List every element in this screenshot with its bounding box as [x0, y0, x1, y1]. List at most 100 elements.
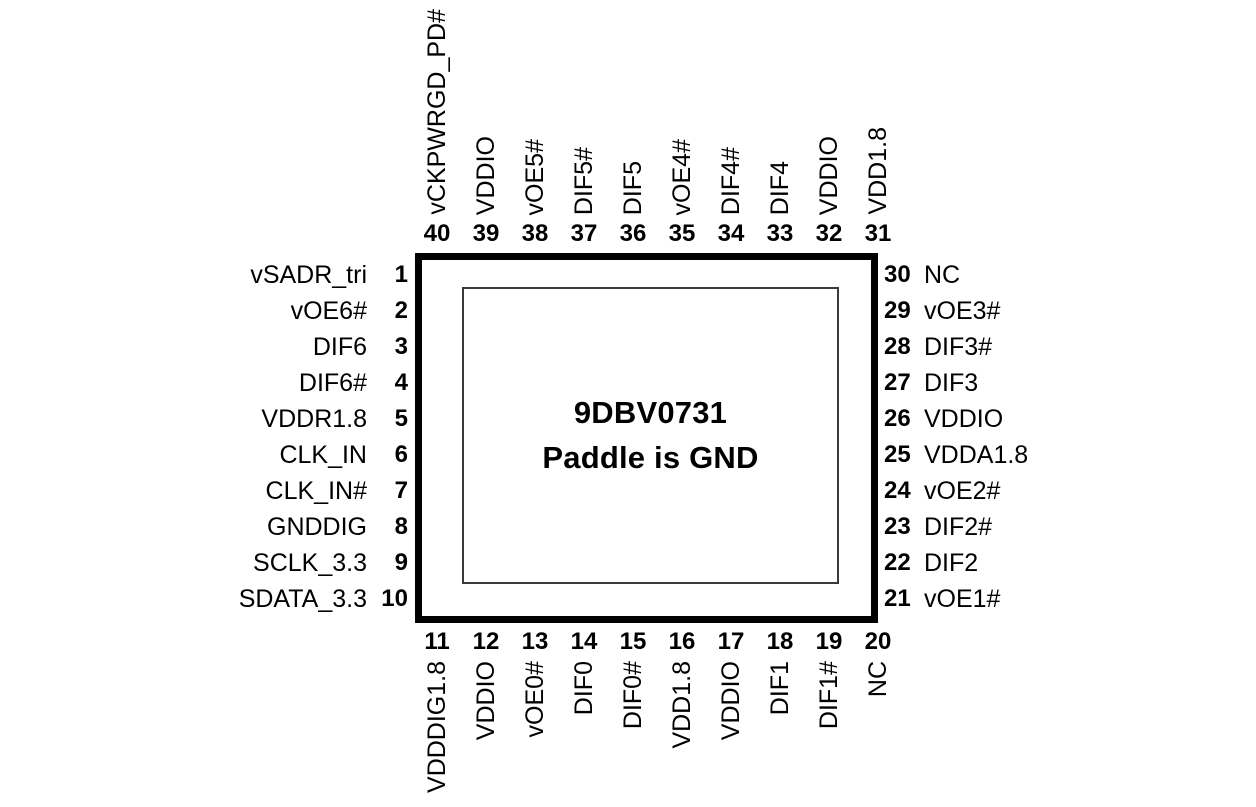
pin-label: VDDA1.8	[924, 440, 1029, 469]
pin-label: vOE4#	[667, 138, 696, 215]
pin-number: 11	[424, 628, 450, 655]
pin-number: 33	[766, 220, 794, 247]
pin-number: 32	[815, 220, 843, 247]
pin-number: 8	[394, 513, 408, 540]
pin-number: 18	[766, 628, 794, 655]
pin-label: VDD1.8	[667, 661, 696, 749]
pin-label: VDDIO	[471, 661, 500, 741]
pin-label: DIF1#	[814, 661, 843, 730]
pin-row: 23 DIF2#	[884, 512, 1204, 542]
pin-row: 21 vOE1#	[884, 584, 1204, 614]
pin-label: vOE6#	[290, 296, 367, 325]
pin-label: VDDIO	[924, 404, 1004, 433]
pin-label: SDATA_3.3	[238, 584, 367, 613]
pin-label: DIF2	[924, 548, 979, 577]
pin-label: VDDIO	[471, 135, 500, 215]
pin-number: 29	[884, 297, 911, 324]
pin-number: 31	[864, 220, 892, 247]
pin-column: VDD1.8 31	[856, 0, 900, 253]
pin-label: DIF6	[312, 332, 367, 361]
pin-label: GNDDIG	[267, 512, 367, 541]
pin-row: 25 VDDA1.8	[884, 440, 1204, 470]
pin-label: vSADR_tri	[250, 260, 367, 289]
pin-column: vCKPWRGD_PD# 40	[415, 0, 459, 253]
pin-row: 22 DIF2	[884, 548, 1204, 578]
pin-number: 27	[884, 369, 911, 396]
pin-row: 27 DIF3	[884, 368, 1204, 398]
pin-number: 23	[884, 513, 911, 540]
pin-label: DIF0	[569, 661, 598, 716]
pin-column: DIF4 33	[758, 0, 802, 253]
pin-label: VDD1.8	[863, 127, 892, 215]
pin-column: vOE5# 38	[513, 0, 557, 253]
pin-label: NC	[924, 260, 961, 289]
pin-label: vOE0#	[520, 661, 549, 738]
pin-number: 38	[521, 220, 549, 247]
pin-label: CLK_IN#	[265, 476, 367, 505]
pin-row: GNDDIG 8	[150, 512, 408, 542]
pin-row: vOE6#2	[150, 296, 408, 326]
pin-row: vSADR_tri 1	[150, 260, 408, 290]
pin-label: SCLK_3.3	[253, 548, 367, 577]
pin-column: VDDIO 32	[807, 0, 851, 253]
pin-number: 36	[619, 220, 647, 247]
pin-label: DIF4	[765, 160, 794, 215]
pin-label: VDDIO	[814, 135, 843, 215]
pin-label: DIF0#	[618, 661, 647, 730]
pin-label: VDDR1.8	[261, 404, 367, 433]
pin-label: vOE1#	[924, 584, 1001, 613]
pin-column: DIF4#34	[709, 0, 753, 253]
pin-label: DIF6#	[298, 368, 367, 397]
pin-label: DIF3#	[924, 332, 993, 361]
pin-row: 29 vOE3#	[884, 296, 1204, 326]
pin-label: VDDDIG1.8	[422, 661, 451, 793]
pin-number: 17	[717, 628, 745, 655]
pin-number: 6	[394, 441, 408, 468]
pin-label: DIF3	[924, 368, 979, 397]
pin-label: vOE5#	[520, 138, 549, 215]
pin-column: DIF5# 37	[562, 0, 606, 253]
pin-number: 25	[884, 441, 911, 468]
paddle-note-text: Paddle is GND	[542, 439, 759, 475]
pin-label: DIF2#	[924, 512, 993, 541]
pin-number: 15	[619, 628, 647, 655]
pin-label: vOE2#	[924, 476, 1001, 505]
paddle-outline	[462, 287, 839, 584]
pin-row: DIF6 3	[150, 332, 408, 362]
pin-label: vCKPWRGD_PD#	[422, 9, 451, 215]
pin-number: 3	[394, 333, 408, 360]
pin-label: DIF5#	[569, 146, 598, 215]
part-number-text: 9DBV0731	[573, 394, 728, 430]
pin-row: VDDR1.8 5	[150, 404, 408, 434]
pin-label: DIF1	[765, 661, 794, 716]
pin-number: 1	[394, 261, 408, 288]
pin-label: VDDIO	[716, 661, 745, 741]
pin-number: 21	[884, 585, 911, 612]
pin-row: SCLK_3.3 9	[150, 548, 408, 578]
pin-row: 28 DIF3#	[884, 332, 1204, 362]
pin-number: 4	[394, 369, 408, 396]
pin-number: 22	[884, 549, 911, 576]
pin-label: vOE3#	[924, 296, 1001, 325]
package-center-text: 9DBV0731 Paddle is GND	[462, 287, 839, 584]
pin-number: 40	[423, 220, 451, 247]
pin-column: vOE4#35	[660, 0, 704, 253]
pin-number: 9	[394, 549, 408, 576]
pin-number: 12	[472, 628, 500, 655]
pin-number: 37	[570, 220, 598, 247]
pin-number: 28	[884, 333, 911, 360]
pin-number: 5	[394, 405, 408, 432]
pin-number: 7	[394, 477, 408, 504]
